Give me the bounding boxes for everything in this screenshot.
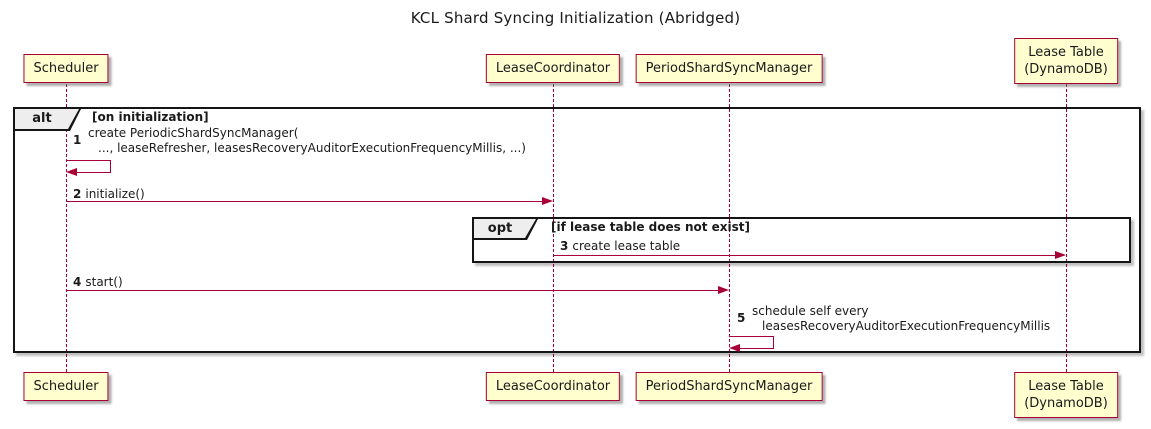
participant-periodshardsyncmanager-bottom: PeriodShardSyncManager <box>635 372 823 401</box>
alt-operator: alt <box>15 109 79 129</box>
lifeline-leasetable <box>1066 84 1067 372</box>
participant-leasetable-bottom: Lease Table (DynamoDB) <box>1014 372 1118 418</box>
participant-leasetable-top: Lease Table (DynamoDB) <box>1014 38 1118 84</box>
message-5-selfloop-top <box>730 336 774 337</box>
participant-label: Lease Table <box>1028 45 1104 60</box>
participant-label: Lease Table <box>1028 379 1104 394</box>
participant-sublabel: (DynamoDB) <box>1024 396 1108 411</box>
message-1-selfloop-bottom <box>76 172 111 173</box>
message-1-selfloop-side <box>110 160 111 173</box>
participant-label: LeaseCoordinator <box>495 379 611 394</box>
message-2-line <box>67 201 544 202</box>
participant-label: PeriodShardSyncManager <box>645 379 813 394</box>
message-5-line1: schedule self every <box>752 304 869 318</box>
message-2-number: 2 <box>73 187 82 201</box>
message-1-number: 1 <box>73 133 82 147</box>
opt-operator: opt <box>474 219 536 238</box>
message-4-number: 4 <box>73 275 82 289</box>
participant-label: Scheduler <box>33 379 99 394</box>
participant-label: LeaseCoordinator <box>495 61 611 76</box>
alt-condition: [on initialization] <box>92 110 209 124</box>
message-5-arrowhead <box>729 344 740 352</box>
participant-periodshardsyncmanager-top: PeriodShardSyncManager <box>635 54 823 83</box>
lifeline-periodshardsyncmanager <box>729 84 730 372</box>
message-5-selfloop-bottom <box>739 348 774 349</box>
message-1-line1: create PeriodicShardSyncManager( <box>88 126 299 140</box>
message-5-number: 5 <box>737 311 746 325</box>
alt-frame-label-shape: alt <box>15 109 81 131</box>
message-1-line2: ..., leaseRefresher, leasesRecoveryAudit… <box>98 140 526 155</box>
lifeline-leasecoordinator <box>553 84 554 372</box>
participant-label: Scheduler <box>33 61 99 76</box>
message-5-label: schedule self every leasesRecoveryAudito… <box>752 304 1050 333</box>
message-5-selfloop-side <box>773 336 774 349</box>
participant-label: PeriodShardSyncManager <box>645 61 813 76</box>
message-2-text: initialize() <box>85 187 145 201</box>
message-3-arrowhead <box>1055 251 1066 259</box>
message-3-text: create lease table <box>572 239 681 253</box>
opt-frame: opt <box>472 217 1131 263</box>
opt-condition: [if lease table does not exist] <box>551 220 751 234</box>
message-1-label: create PeriodicShardSyncManager( ..., le… <box>88 126 526 155</box>
participant-scheduler-bottom: Scheduler <box>23 372 109 401</box>
message-3-number: 3 <box>560 239 569 253</box>
lifeline-scheduler <box>66 84 67 372</box>
opt-frame-label-shape: opt <box>474 219 538 240</box>
message-5-line2: leasesRecoveryAuditorExecutionFrequencyM… <box>762 318 1051 333</box>
participant-leasecoordinator-top: LeaseCoordinator <box>485 54 621 83</box>
message-4-text: start() <box>85 275 123 289</box>
message-4-arrowhead <box>718 286 729 294</box>
message-1-arrowhead <box>66 168 77 176</box>
message-1-selfloop-top <box>67 160 111 161</box>
message-4-line <box>67 290 719 291</box>
message-3-line <box>554 255 1056 256</box>
diagram-title: KCL Shard Syncing Initialization (Abridg… <box>410 9 741 27</box>
message-2-arrowhead <box>542 197 553 205</box>
participant-scheduler-top: Scheduler <box>23 54 109 83</box>
participant-leasecoordinator-bottom: LeaseCoordinator <box>485 372 621 401</box>
participant-sublabel: (DynamoDB) <box>1024 62 1108 77</box>
alt-frame: alt <box>13 107 1141 353</box>
